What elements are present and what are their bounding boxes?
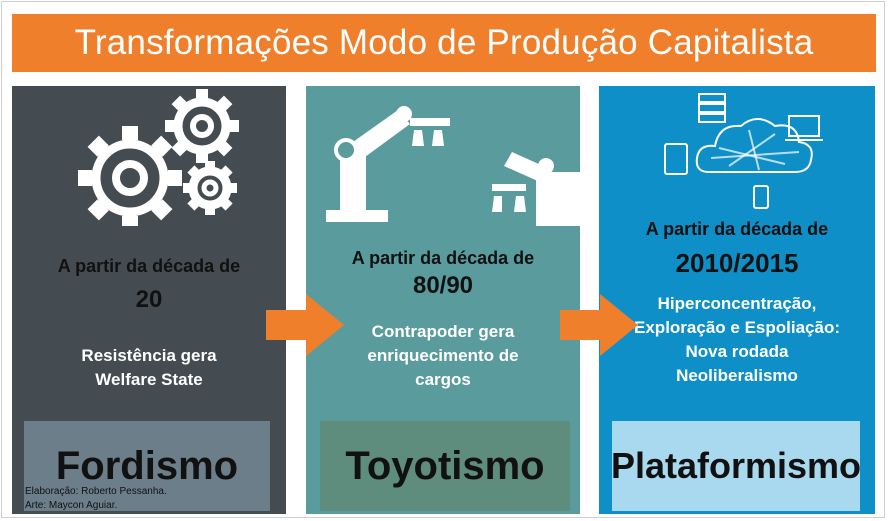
- desc-line: Resistência gera: [81, 346, 217, 365]
- panel-toyotismo: A partir da década de 80/90 Contrapoder …: [306, 86, 580, 514]
- intro-text: A partir da década de: [645, 219, 829, 239]
- gears-icon: [78, 89, 239, 226]
- cloud-network-icon: [664, 93, 823, 209]
- desc-line: Exploração e Espoliação:: [634, 318, 840, 337]
- period-text: 80/90: [412, 272, 474, 299]
- intro-text: A partir da década de: [57, 256, 241, 276]
- title-banner: Transformações Modo de Produção Capitali…: [12, 14, 876, 72]
- credit-elaboration: Elaboração: Roberto Pessanha.: [25, 486, 167, 497]
- panel-fordismo: A partir da década de 20 Resistência ger…: [12, 86, 286, 514]
- period-text: 20: [135, 286, 163, 313]
- era-label-toyotismo: Toyotismo: [320, 421, 570, 511]
- intro-text: A partir da década de: [351, 248, 535, 268]
- period-text: 2010/2015: [675, 248, 799, 278]
- desc-line: Nova rodada: [685, 342, 789, 361]
- robot-arms-icon: [326, 106, 580, 226]
- arrow-right-icon: [266, 294, 344, 356]
- desc-line: Neoliberalismo: [676, 366, 798, 385]
- desc-line: Welfare State: [95, 370, 203, 389]
- arrow-right-icon: [560, 294, 638, 356]
- era-label-plataformismo: Plataformismo: [611, 421, 861, 511]
- credit-art: Arte: Maycon Aguiar.: [25, 500, 118, 511]
- desc-line: cargos: [415, 370, 471, 389]
- desc-line: Hiperconcentração,: [657, 294, 817, 313]
- desc-line: Contrapoder gera: [371, 322, 515, 341]
- panel-plataformismo: A partir da década de 2010/2015 Hipercon…: [599, 86, 875, 514]
- era-label-fordismo: Fordismo: [24, 421, 270, 511]
- desc-line: enriquecimento de: [367, 346, 519, 365]
- page-title: Transformações Modo de Produção Capitali…: [74, 23, 814, 62]
